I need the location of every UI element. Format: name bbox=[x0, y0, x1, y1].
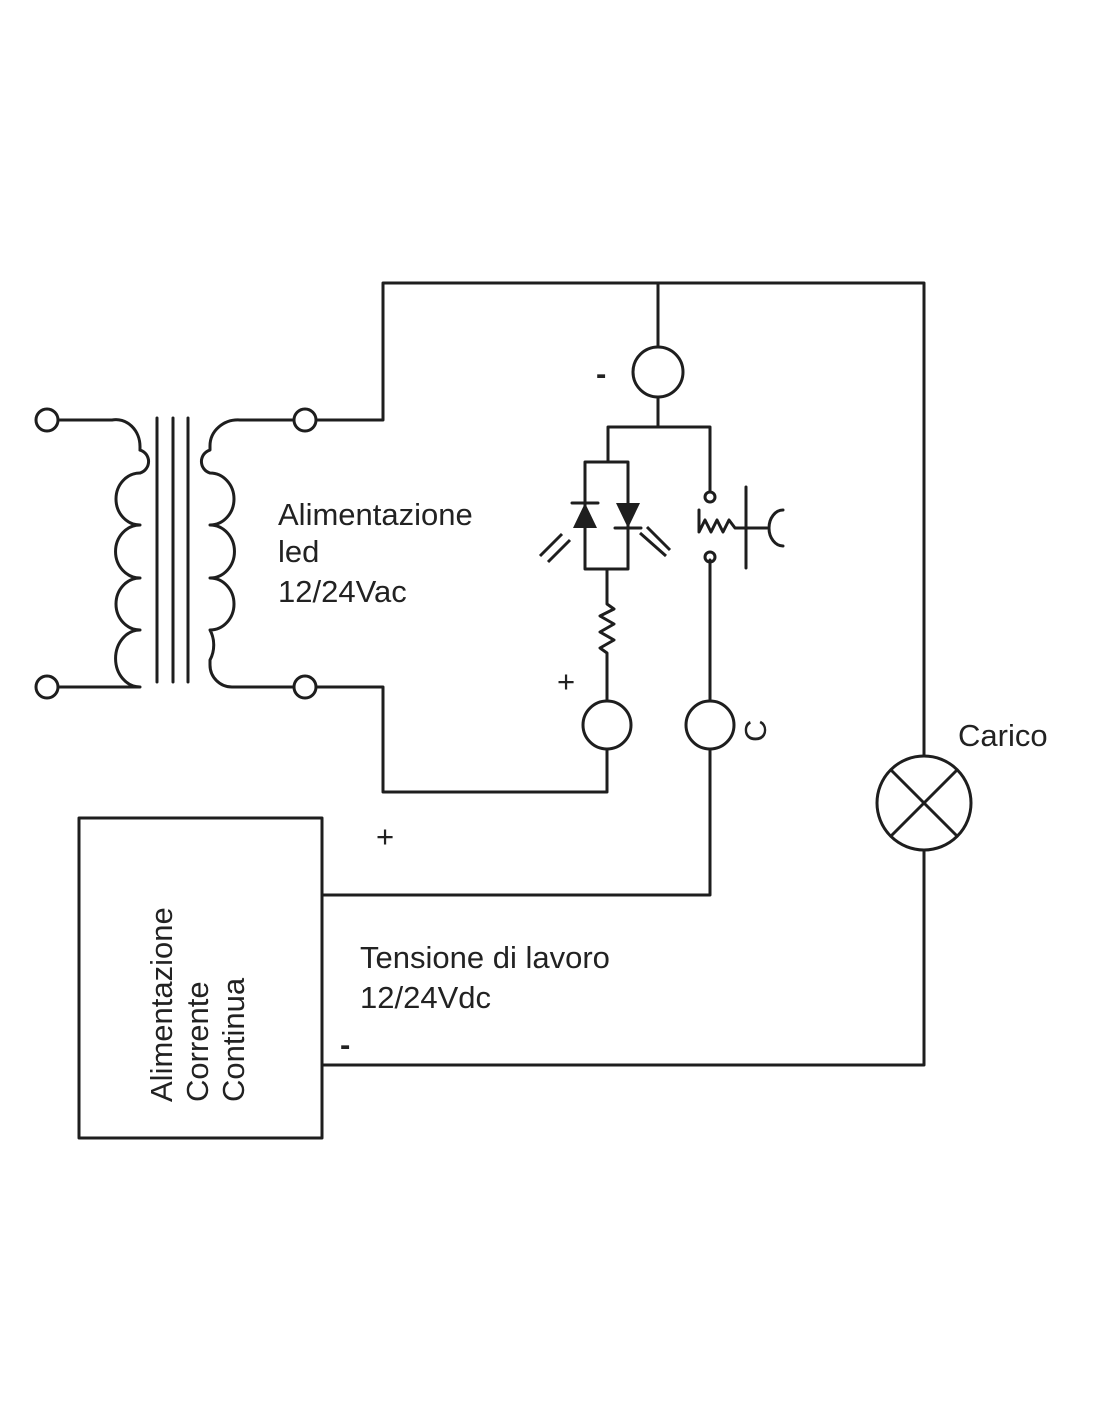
terminal-c bbox=[684, 699, 736, 751]
output-switch bbox=[684, 485, 785, 751]
wire-led-plus bbox=[314, 685, 609, 794]
primary-winding-top bbox=[138, 448, 150, 475]
load-lamp bbox=[875, 754, 973, 852]
led-supply-label: Alimentazione bbox=[278, 497, 473, 532]
led-supply-label: 12/24Vac bbox=[278, 574, 407, 609]
primary-winding bbox=[56, 418, 142, 689]
wire-negative bbox=[320, 848, 926, 1067]
primary-terminal-bottom bbox=[34, 674, 60, 700]
terminal-minus-label: - bbox=[596, 356, 606, 391]
transformer bbox=[34, 407, 318, 700]
secondary-winding bbox=[200, 418, 296, 689]
secondary-terminal-top bbox=[292, 407, 318, 433]
terminal-c-label: C bbox=[738, 720, 773, 742]
dc-supply-line: Continua bbox=[216, 977, 251, 1102]
dc-supply-line: Corrente bbox=[180, 981, 215, 1102]
wire-common bbox=[606, 395, 712, 494]
wire-c-terminal bbox=[320, 747, 712, 897]
switch-actuator-icon bbox=[767, 508, 785, 548]
working-voltage-label: 12/24Vdc bbox=[360, 980, 491, 1015]
secondary-terminal-bottom bbox=[292, 674, 318, 700]
dc-supply-box bbox=[77, 816, 324, 1140]
led-icon bbox=[616, 503, 640, 528]
led-input bbox=[538, 345, 685, 751]
dc-plus-label: + bbox=[376, 819, 394, 854]
terminal-plus-label: + bbox=[557, 664, 575, 699]
switch-contact bbox=[703, 550, 717, 564]
primary-terminal-top bbox=[34, 407, 60, 433]
terminal-minus bbox=[631, 345, 685, 399]
resistor-icon bbox=[598, 567, 616, 703]
led-icon bbox=[573, 503, 597, 528]
dc-supply-line: Alimentazione bbox=[144, 907, 179, 1102]
led-supply-label: led bbox=[278, 534, 319, 569]
terminal-plus bbox=[581, 699, 633, 751]
light-arrows-icon bbox=[538, 525, 672, 564]
working-voltage-label: Tensione di lavoro bbox=[360, 940, 610, 975]
switch-spring-icon bbox=[697, 508, 769, 534]
wire-top-loop bbox=[314, 281, 926, 758]
dc-minus-label: - bbox=[340, 1027, 350, 1062]
load-label: Carico bbox=[958, 718, 1048, 753]
led-frame bbox=[583, 460, 630, 571]
switch-contact bbox=[703, 490, 717, 504]
dc-supply-label: Alimentazione Corrente Continua bbox=[144, 907, 251, 1102]
wires bbox=[314, 281, 926, 1067]
